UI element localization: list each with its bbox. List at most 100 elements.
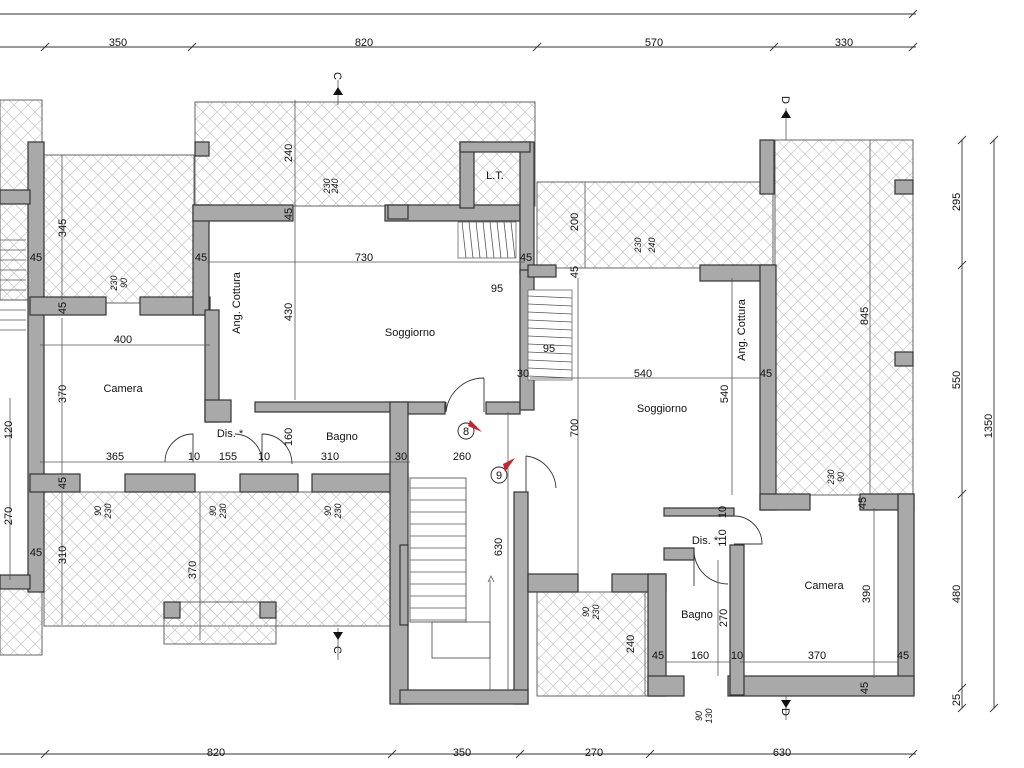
dim-45-h: 45: [857, 497, 869, 509]
dim-45-c: 45: [195, 252, 207, 264]
window-tag: 230: [103, 503, 113, 519]
window-tags: 240 230 240 230 90 230 90 230 90 230 90 …: [93, 178, 846, 723]
walls: [0, 139, 915, 705]
room-ang-cottura-left: Ang. Cottura: [231, 271, 243, 334]
dim-30-a: 30: [395, 451, 407, 463]
room-camera-right: Camera: [804, 580, 844, 592]
dim-240-r: 240: [625, 635, 637, 653]
dim-45-e: 45: [520, 252, 532, 264]
interior-dimensions: 240 730 430 345 45 45 45 45 45 45 45 45 …: [3, 144, 909, 694]
section-d-top: D: [779, 96, 791, 104]
dim-390: 390: [861, 585, 873, 603]
terrace-top-center: [194, 101, 536, 207]
dim-260: 260: [453, 451, 471, 463]
window-tag: 90: [208, 506, 218, 516]
room-bagno-right: Bagno: [681, 609, 713, 621]
room-labels: Soggiorno Soggiorno Camera Camera Bagno …: [103, 170, 844, 621]
dim-95-b: 95: [543, 343, 555, 355]
dim-240-top: 240: [283, 144, 295, 162]
window-tag: 240: [647, 237, 657, 253]
window-tag: 90: [694, 711, 704, 721]
window-tag: 90: [119, 278, 129, 288]
window-tag: 90: [93, 506, 103, 516]
marker-labels: C C D D 8 9: [331, 72, 791, 716]
dim-95-a: 95: [491, 283, 503, 295]
dim-270-r: 270: [718, 609, 730, 627]
window-tag: 230: [633, 237, 643, 253]
room-soggiorno-left: Soggiorno: [385, 327, 435, 339]
dim-bottom-2: 350: [453, 747, 471, 759]
dim-430: 430: [283, 303, 295, 321]
window-tag: 240: [330, 178, 340, 194]
window-tag: 230: [218, 503, 228, 519]
dim-right-3: 480: [951, 585, 963, 603]
dim-45-m: 45: [30, 547, 42, 559]
dim-45-l: 45: [57, 477, 69, 489]
dim-630: 630: [493, 538, 505, 556]
dim-310: 310: [321, 451, 339, 463]
terrace-right: [774, 139, 914, 496]
doors: [164, 377, 763, 586]
dim-45-b: 45: [57, 302, 69, 314]
dim-30-b: 30: [517, 368, 529, 380]
dim-bottom-1: 820: [207, 747, 225, 759]
terrace-bottom-center: [536, 591, 650, 697]
room-dis-right: Dis. *: [692, 535, 719, 547]
room-ang-cottura-right: Ang. Cottura: [736, 298, 748, 361]
dim-10-b: 10: [258, 451, 270, 463]
dim-160-r: 160: [691, 650, 709, 662]
dim-345: 345: [57, 219, 69, 237]
dim-right-4: 25: [951, 694, 963, 706]
dim-310-left: 310: [57, 546, 69, 564]
room-dis-left: Dis. *: [217, 428, 244, 440]
window-tag: 230: [333, 503, 343, 519]
dim-270-left: 270: [3, 507, 15, 525]
dimension-lines: [0, 9, 999, 759]
room-camera-left: Camera: [103, 383, 143, 395]
dim-730: 730: [355, 252, 373, 264]
dim-right-total: 1350: [983, 414, 995, 438]
terraces: [0, 99, 914, 697]
dim-370-camera: 370: [57, 385, 69, 403]
dim-160-bagno: 160: [283, 428, 295, 446]
section-markers: [333, 80, 791, 720]
section-c-top: C: [331, 72, 343, 80]
window-tag: 230: [109, 275, 119, 291]
marker-8: 8: [463, 426, 469, 438]
window-tag: 130: [704, 708, 714, 723]
dim-540-h: 540: [634, 368, 652, 380]
outer-dimensions: 350 820 570 330 820 350 270 630 295 550 …: [109, 37, 995, 759]
dim-top-1: 350: [109, 37, 127, 49]
dim-400: 400: [114, 334, 132, 346]
dim-370-terrace: 370: [187, 561, 199, 579]
window-tag: 90: [323, 506, 333, 516]
dim-top-3: 570: [645, 37, 663, 49]
section-c-bottom: C: [331, 646, 343, 654]
dim-540-v: 540: [719, 385, 731, 403]
dim-top-4: 330: [835, 37, 853, 49]
dim-bottom-4: 630: [773, 747, 791, 759]
room-soggiorno-right: Soggiorno: [637, 403, 687, 415]
dim-45-k: 45: [652, 650, 664, 662]
dim-45-d: 45: [283, 208, 295, 220]
dim-45-i: 45: [897, 650, 909, 662]
window-tag: 90: [581, 607, 591, 617]
section-d-bottom: D: [779, 708, 791, 716]
window-tag: 230: [826, 469, 836, 485]
dim-right-2: 550: [951, 371, 963, 389]
dim-370-r: 370: [808, 650, 826, 662]
dim-365: 365: [106, 451, 124, 463]
dim-top-2: 820: [355, 37, 373, 49]
dim-700: 700: [569, 419, 581, 437]
dim-right-1: 295: [951, 193, 963, 211]
room-bagno-left: Bagno: [326, 431, 358, 443]
dim-155: 155: [219, 451, 237, 463]
terrace-top-right: [536, 181, 774, 269]
dim-45-g: 45: [760, 368, 772, 380]
dim-45-f: 45: [569, 266, 581, 278]
terrace-bottom-left-2: [0, 579, 43, 656]
terrace-bottom-small: [163, 601, 277, 645]
dim-845: 845: [859, 307, 871, 325]
window-tag: 230: [322, 178, 332, 194]
